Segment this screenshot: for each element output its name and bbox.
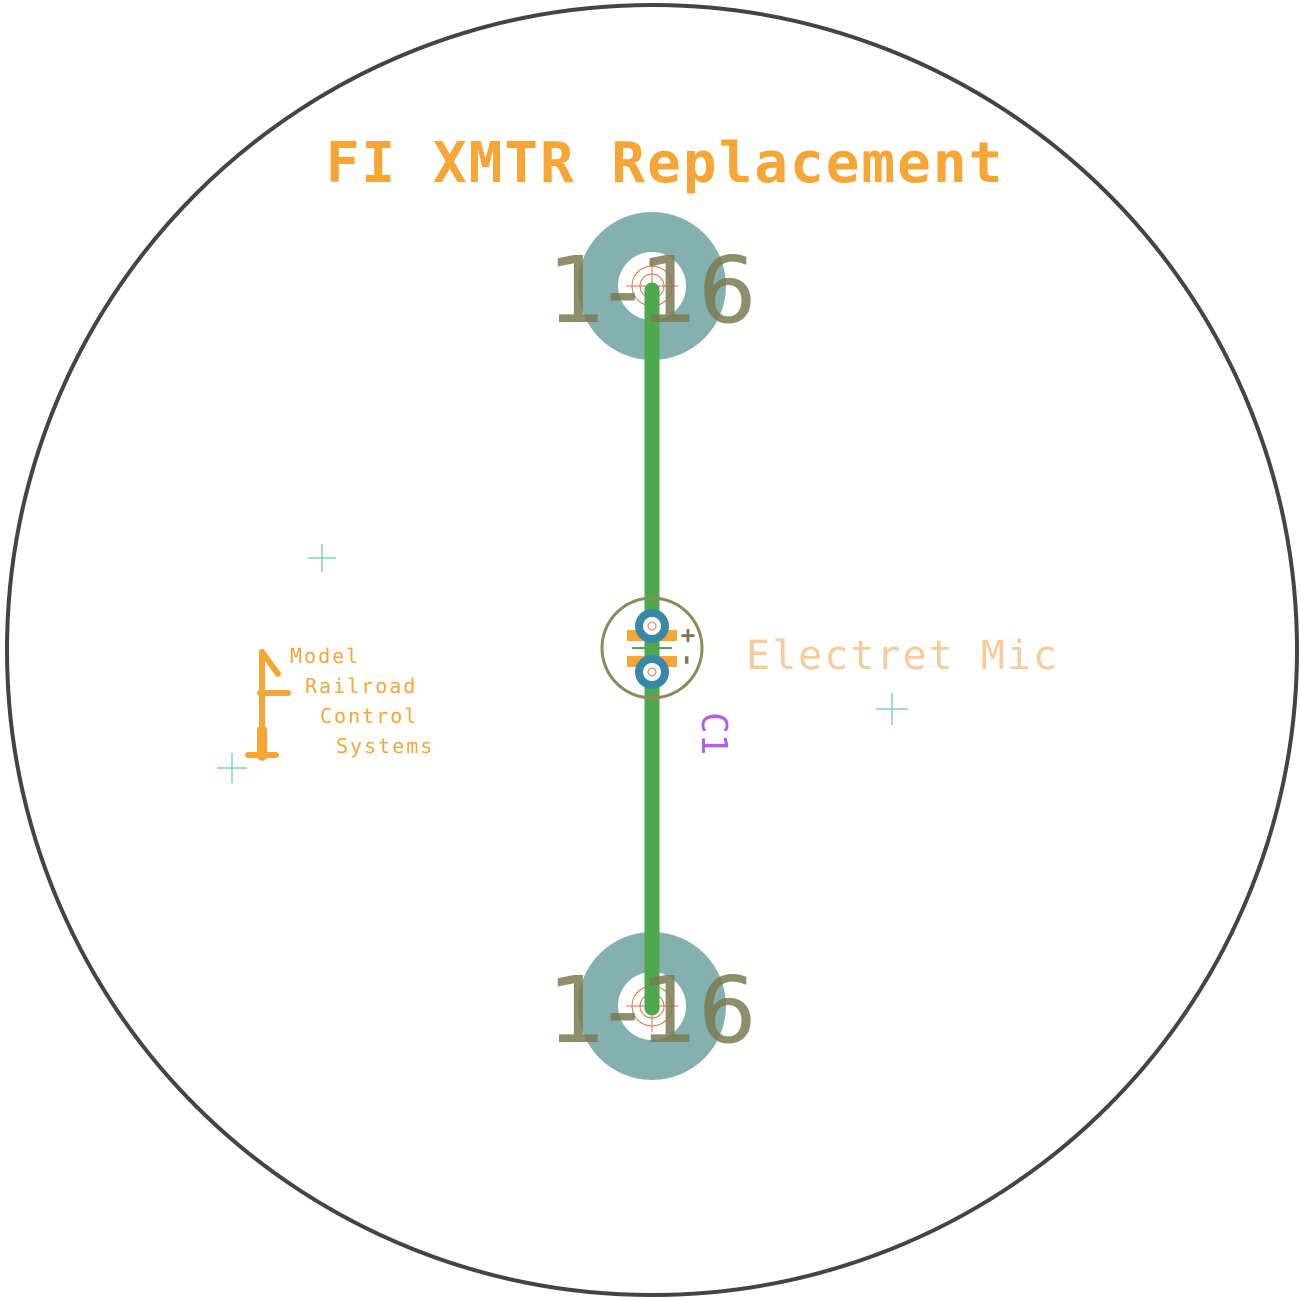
mounting-hole-bottom-label: 1-16	[548, 957, 757, 1064]
component-outline	[600, 596, 704, 700]
signal-icon	[245, 649, 291, 761]
polarity-plus: +	[681, 621, 695, 649]
component-c1: + -	[600, 596, 704, 700]
fiducial-marker	[217, 753, 247, 783]
board-title: FI XMTR Replacement	[326, 131, 1005, 196]
logo-line-4: Systems	[336, 734, 434, 758]
logo-line-3: Control	[320, 704, 418, 728]
fiducial-marker	[308, 544, 336, 572]
component-value: Electret Mic	[746, 633, 1059, 679]
mounting-hole-top-label: 1-16	[548, 237, 757, 344]
polarity-minus: -	[674, 653, 702, 667]
logo-text: Model Railroad Control Systems	[290, 644, 434, 758]
fiducial-marker	[876, 693, 908, 725]
pad-2	[635, 655, 669, 689]
pad-1	[635, 609, 669, 643]
logo-line-1: Model	[290, 644, 360, 668]
logo-line-2: Railroad	[305, 674, 417, 698]
component-designator: C1	[693, 712, 734, 755]
